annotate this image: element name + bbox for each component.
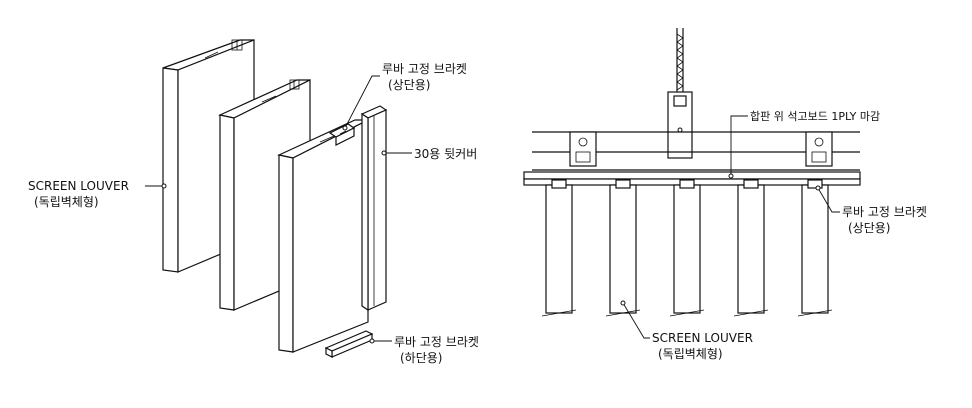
leader-screen-louver-left xyxy=(145,183,167,189)
leader-cover-30 xyxy=(381,150,412,156)
label-screen-louver-right-1: SCREEN LOUVER xyxy=(652,331,753,345)
leader-plywood-finish xyxy=(728,115,748,179)
leader-bracket-top-left xyxy=(342,75,380,131)
louver-section-3 xyxy=(673,179,701,314)
louver-panel-3 xyxy=(277,119,369,353)
label-bracket-top-left-2: (상단용) xyxy=(388,78,430,92)
leader-bracket-top-right xyxy=(815,185,840,213)
label-bracket-top-right-1: 루바 고정 브라켓 xyxy=(842,205,927,219)
label-screen-louver-right-2: (독립벽체형) xyxy=(658,347,723,361)
wall-bracket-right xyxy=(805,131,833,167)
hanger-rod xyxy=(676,28,684,92)
label-bracket-bottom-left-1: 루바 고정 브라켓 xyxy=(394,335,479,349)
louver-section-4 xyxy=(737,179,765,314)
label-cover-30: 30용 뒷커버 xyxy=(414,147,477,161)
louver-section-2 xyxy=(609,179,637,314)
label-bracket-bottom-left-2: (하단용) xyxy=(400,351,442,365)
louver-section-1 xyxy=(545,179,573,314)
bottom-bracket-left xyxy=(324,330,374,358)
label-plywood-finish: 합판 위 석고보드 1PLY 마감 xyxy=(750,110,880,123)
louver-section-5 xyxy=(801,179,829,314)
label-bracket-top-right-2: (상단용) xyxy=(848,221,890,235)
label-bracket-top-left-1: 루바 고정 브라켓 xyxy=(382,62,467,76)
break-lines xyxy=(541,309,833,317)
top-bracket-left xyxy=(328,123,356,146)
rear-cover-30 xyxy=(360,105,388,312)
label-screen-louver-left-1: SCREEN LOUVER xyxy=(28,179,129,193)
hanger-clip xyxy=(667,91,693,159)
label-screen-louver-left-2: (독립벽체형) xyxy=(34,195,99,209)
leader-bracket-bottom-left xyxy=(369,338,392,344)
wall-bracket-left xyxy=(569,131,597,167)
leader-screen-louver-right xyxy=(620,300,650,339)
